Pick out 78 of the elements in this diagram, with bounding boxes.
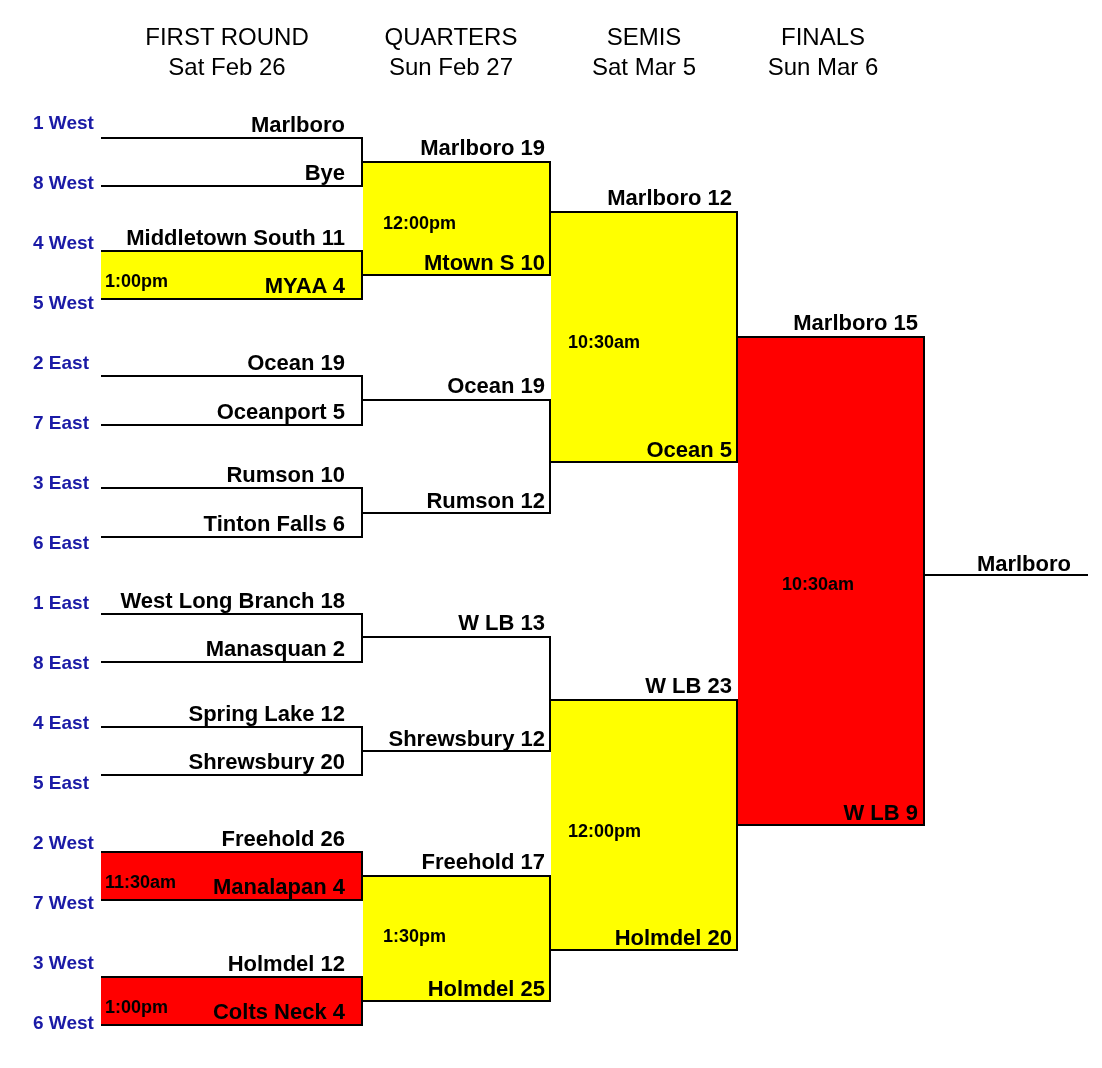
bracket-line <box>362 161 552 163</box>
team-label: Manalapan 4 <box>212 876 345 898</box>
bracket-line <box>737 824 926 826</box>
bracket-line <box>362 512 552 514</box>
team-label: Shrewsbury 12 <box>388 728 545 750</box>
team-label: Marlboro 19 <box>420 137 545 159</box>
seed-label: 6 West <box>33 1012 94 1032</box>
team-label: W LB 23 <box>645 675 732 697</box>
team-label: Marlboro <box>250 114 345 136</box>
team-label: Holmdel 12 <box>227 953 345 975</box>
team-label: Holmdel 25 <box>427 978 545 1000</box>
bracket-line <box>362 399 552 401</box>
round-title: QUARTERS <box>384 25 518 49</box>
team-label: Rumson 12 <box>426 490 545 512</box>
seed-label: 3 West <box>33 952 94 972</box>
game-time: 1:00pm <box>105 998 169 1016</box>
team-label: Freehold 17 <box>421 851 545 873</box>
seed-label: 5 East <box>33 772 89 792</box>
bracket-line <box>362 875 552 877</box>
team-label: Rumson 10 <box>226 464 345 486</box>
seed-label: 2 East <box>33 352 89 372</box>
team-label: Ocean 5 <box>646 439 732 461</box>
game-time: 10:30am <box>568 333 641 351</box>
team-label: Marlboro 15 <box>793 312 918 334</box>
seed-label: 8 East <box>33 652 89 672</box>
team-label: Ocean 19 <box>247 352 345 374</box>
team-label: West Long Branch 18 <box>120 590 345 612</box>
bracket-line <box>550 461 739 463</box>
team-label: Oceanport 5 <box>216 401 345 423</box>
team-label: Mtown S 10 <box>424 252 545 274</box>
round-date: Sat Mar 5 <box>592 55 696 79</box>
bracket-line <box>362 636 552 638</box>
seed-label: 4 West <box>33 232 94 252</box>
seed-label: 6 East <box>33 532 89 552</box>
bracket-line <box>362 1000 552 1002</box>
team-label: Middletown South 11 <box>126 227 345 249</box>
team-label: Holmdel 20 <box>614 927 732 949</box>
bracket-line <box>737 336 926 338</box>
bracket-line <box>924 574 1089 576</box>
team-label: Bye <box>304 162 345 184</box>
seed-label: 2 West <box>33 832 94 852</box>
game-time: 1:30pm <box>383 926 447 945</box>
game-time: 12:00pm <box>383 213 457 232</box>
team-label: Spring Lake 12 <box>188 703 345 725</box>
team-label: W LB 9 <box>843 802 918 824</box>
game-time: 12:00pm <box>568 822 642 840</box>
round-date: Sun Mar 6 <box>767 55 879 79</box>
team-label: Colts Neck 4 <box>212 1001 345 1023</box>
seed-label: 7 West <box>33 892 94 912</box>
team-label: Freehold 26 <box>221 828 345 850</box>
seed-label: 4 East <box>33 712 89 732</box>
round-title: FINALS <box>781 25 865 49</box>
round-title: FIRST ROUND <box>145 25 309 49</box>
game-time: 1:00pm <box>105 272 169 290</box>
team-label: Tinton Falls 6 <box>203 513 345 535</box>
team-label: Ocean 19 <box>447 375 545 397</box>
round-title: SEMIS <box>606 25 682 49</box>
team-label: Manasquan 2 <box>205 638 345 660</box>
team-label: Shrewsbury 20 <box>188 751 345 773</box>
bracket-line <box>550 211 739 213</box>
seed-label: 1 East <box>33 592 89 612</box>
team-label: MYAA 4 <box>264 275 345 297</box>
bracket-line <box>550 949 739 951</box>
round-date: Sat Feb 26 <box>168 55 286 79</box>
round-date: Sun Feb 27 <box>388 55 514 79</box>
team-label: Marlboro 12 <box>607 187 732 209</box>
seed-label: 7 East <box>33 412 89 432</box>
seed-label: 5 West <box>33 292 94 312</box>
bracket-line <box>362 274 552 276</box>
seed-label: 8 West <box>33 172 94 192</box>
team-label: W LB 13 <box>458 612 545 634</box>
game-time: 11:30am <box>105 873 177 891</box>
game-time: 10:30am <box>782 575 855 593</box>
seed-label: 1 West <box>33 112 94 132</box>
bracket-line <box>362 750 552 752</box>
bracket-line <box>550 699 739 701</box>
seed-label: 3 East <box>33 472 89 492</box>
champion-name: Marlboro <box>976 553 1071 575</box>
